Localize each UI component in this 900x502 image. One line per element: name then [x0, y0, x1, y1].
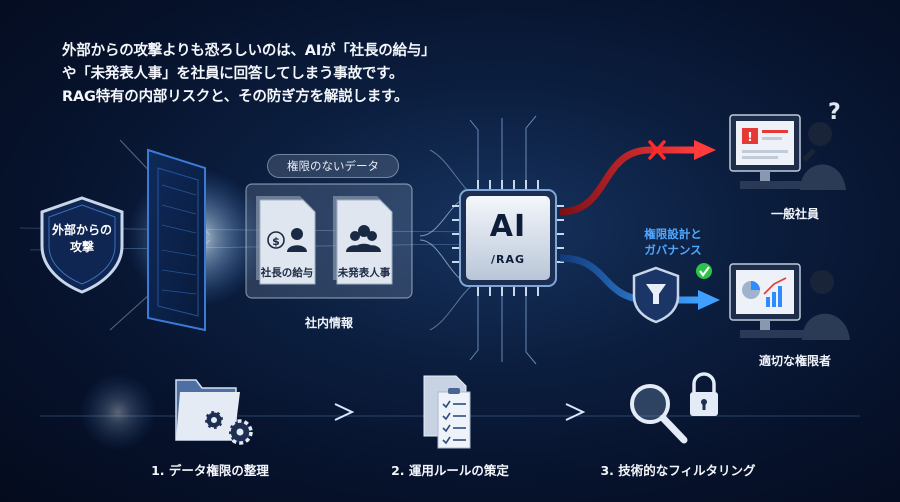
governance-line-1: 権限設計と [644, 227, 702, 241]
magnifier-lock-icon [630, 372, 718, 444]
attack-shield-icon [40, 196, 124, 294]
svg-text:$: $ [272, 235, 280, 248]
ai-rag-chip-label: AI /RAG [466, 203, 550, 267]
ai-rag-chip [452, 115, 564, 365]
governance-line-2: ガバナンス [644, 243, 702, 257]
denied-route [559, 140, 716, 216]
attack-label-line-2: 攻撃 [69, 240, 94, 254]
attack-label: 外部からの 攻撃 [36, 222, 128, 256]
intro-text: 外部からの攻撃よりも恐ろしいのは、AIが「社長の給与」 や「未発表人事」を社員に… [62, 40, 482, 109]
unauthorized-data-title: 権限のないデータ [267, 154, 399, 178]
chip-ai-text: AI [489, 209, 527, 244]
folder-gear-icon [175, 379, 253, 445]
doc-label-personnel: 未発表人事 [337, 267, 391, 279]
svg-text:!: ! [747, 130, 752, 144]
step-2-label: 2. 運用ルールの策定 [391, 463, 509, 478]
question-mark-icon: ? [828, 100, 841, 125]
step-3-label: 3. 技術的なフィルタリング [600, 463, 756, 478]
internal-data-box: $ [245, 183, 413, 299]
doc-label-salary: 社長の給与 [260, 267, 314, 279]
authorized-person-label: 適切な権限者 [758, 354, 831, 368]
intro-line-3: RAG特有の内部リスクと、その防ぎ方を解説します。 [62, 89, 409, 105]
internal-info-caption: 社内情報 [304, 316, 353, 330]
chip-rag-text: /RAG [490, 253, 526, 266]
intro-line-1: 外部からの攻撃よりも恐ろしいのは、AIが「社長の給与」 [62, 43, 436, 59]
authorized-employee-scene [729, 263, 850, 340]
firewall-panel [147, 148, 206, 332]
governance-label: 権限設計と ガバナンス [618, 226, 728, 258]
filter-shield-icon [632, 263, 712, 324]
checklist-document-icon [423, 375, 471, 449]
general-employee-label: 一般社員 [770, 207, 819, 221]
step-1-label: 1. データ権限の整理 [151, 463, 269, 478]
general-employee-scene: ! [729, 114, 846, 190]
intro-line-2: や「未発表人事」を社員に回答してしまう事故です。 [62, 66, 404, 82]
attack-label-line-1: 外部からの [51, 223, 112, 237]
